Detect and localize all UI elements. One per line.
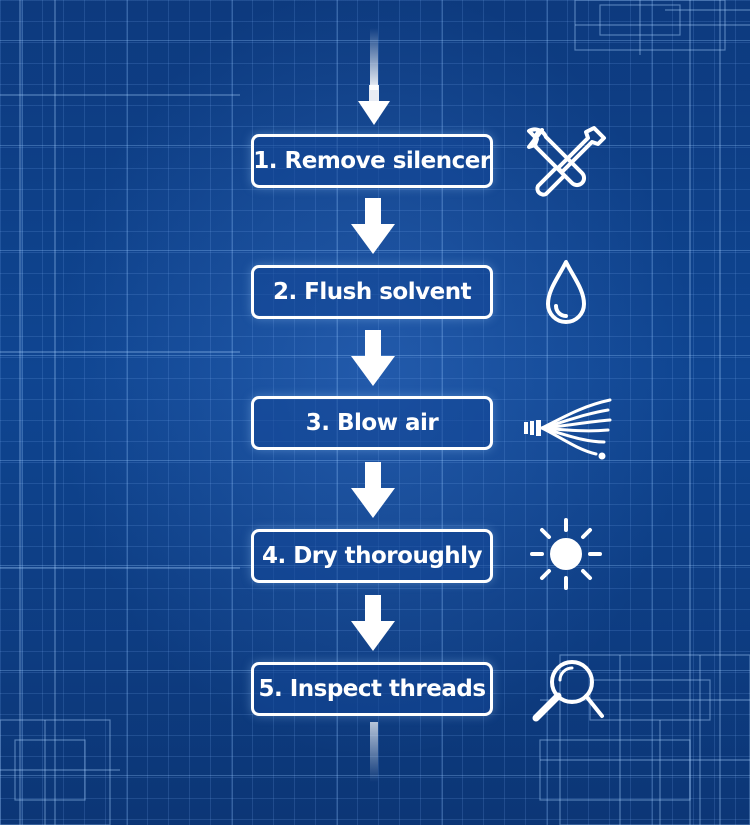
arrow-down-icon	[351, 198, 395, 254]
arrow-down-icon	[358, 85, 390, 125]
step-5-label: 5. Inspect threads	[258, 676, 486, 702]
step-2-box: 2. Flush solvent	[251, 265, 493, 319]
magnifier-icon	[532, 660, 604, 722]
air-nozzle-icon	[524, 398, 612, 460]
bottom-connector-line	[370, 722, 378, 782]
droplet-icon	[546, 260, 586, 324]
wrench-screwdriver-icon	[527, 126, 606, 197]
step-4-label: 4. Dry thoroughly	[261, 543, 483, 569]
arrow-down-icon	[351, 462, 395, 518]
arrow-down-icon	[351, 595, 395, 651]
step-1-label: 1. Remove silencer	[253, 148, 491, 174]
step-4-box: 4. Dry thoroughly	[251, 529, 493, 583]
top-connector-line	[370, 28, 378, 90]
sun-icon	[530, 518, 602, 590]
arrow-down-icon	[351, 330, 395, 386]
step-1-box: 1. Remove silencer	[251, 134, 493, 188]
step-2-label: 2. Flush solvent	[272, 279, 472, 305]
step-5-box: 5. Inspect threads	[251, 662, 493, 716]
step-3-box: 3. Blow air	[251, 396, 493, 450]
step-3-label: 3. Blow air	[305, 410, 439, 436]
